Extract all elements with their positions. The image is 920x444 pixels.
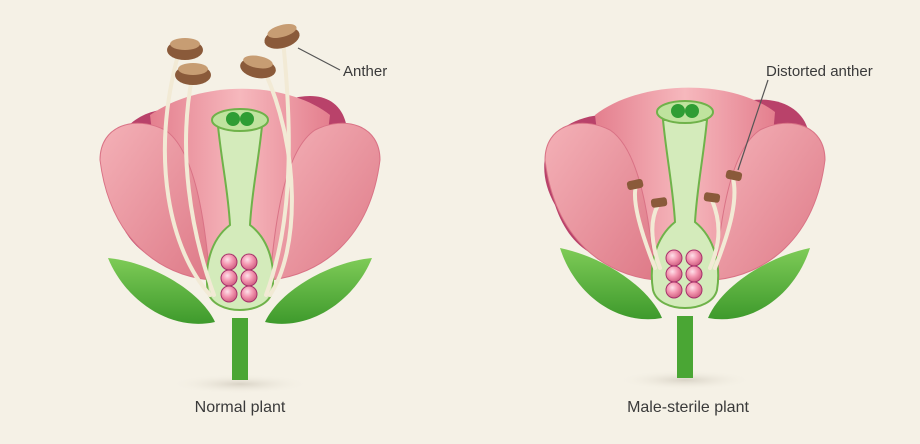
stigma (657, 101, 713, 123)
anther-label: Anther (343, 63, 387, 80)
normal-plant-caption: Normal plant (195, 399, 286, 416)
ovule (666, 282, 682, 298)
ovule (221, 270, 237, 286)
stem (232, 318, 248, 380)
stigma-dot (685, 104, 699, 118)
male-sterile-flower: Distorted anther Male-sterile plant (544, 63, 872, 416)
anthers (167, 21, 302, 85)
ovule (241, 254, 257, 270)
ovule (241, 270, 257, 286)
stigma (212, 109, 268, 131)
ovule (686, 250, 702, 266)
ovule (666, 266, 682, 282)
stigma-dot (240, 112, 254, 126)
ovule (686, 282, 702, 298)
anther (167, 38, 203, 60)
anther (262, 21, 302, 52)
ovule (686, 266, 702, 282)
distorted-anther-label: Distorted anther (766, 63, 873, 80)
anther-callout-line (298, 48, 340, 70)
ovule (221, 286, 237, 302)
anther (175, 63, 211, 85)
ovule (241, 286, 257, 302)
stem (677, 316, 693, 378)
anther (239, 53, 278, 80)
normal-flower: Anther Normal plant (100, 21, 387, 416)
stigma-dot (226, 112, 240, 126)
stigma-dot (671, 104, 685, 118)
male-sterile-plant-caption: Male-sterile plant (627, 399, 749, 416)
ovule (666, 250, 682, 266)
ovule (221, 254, 237, 270)
